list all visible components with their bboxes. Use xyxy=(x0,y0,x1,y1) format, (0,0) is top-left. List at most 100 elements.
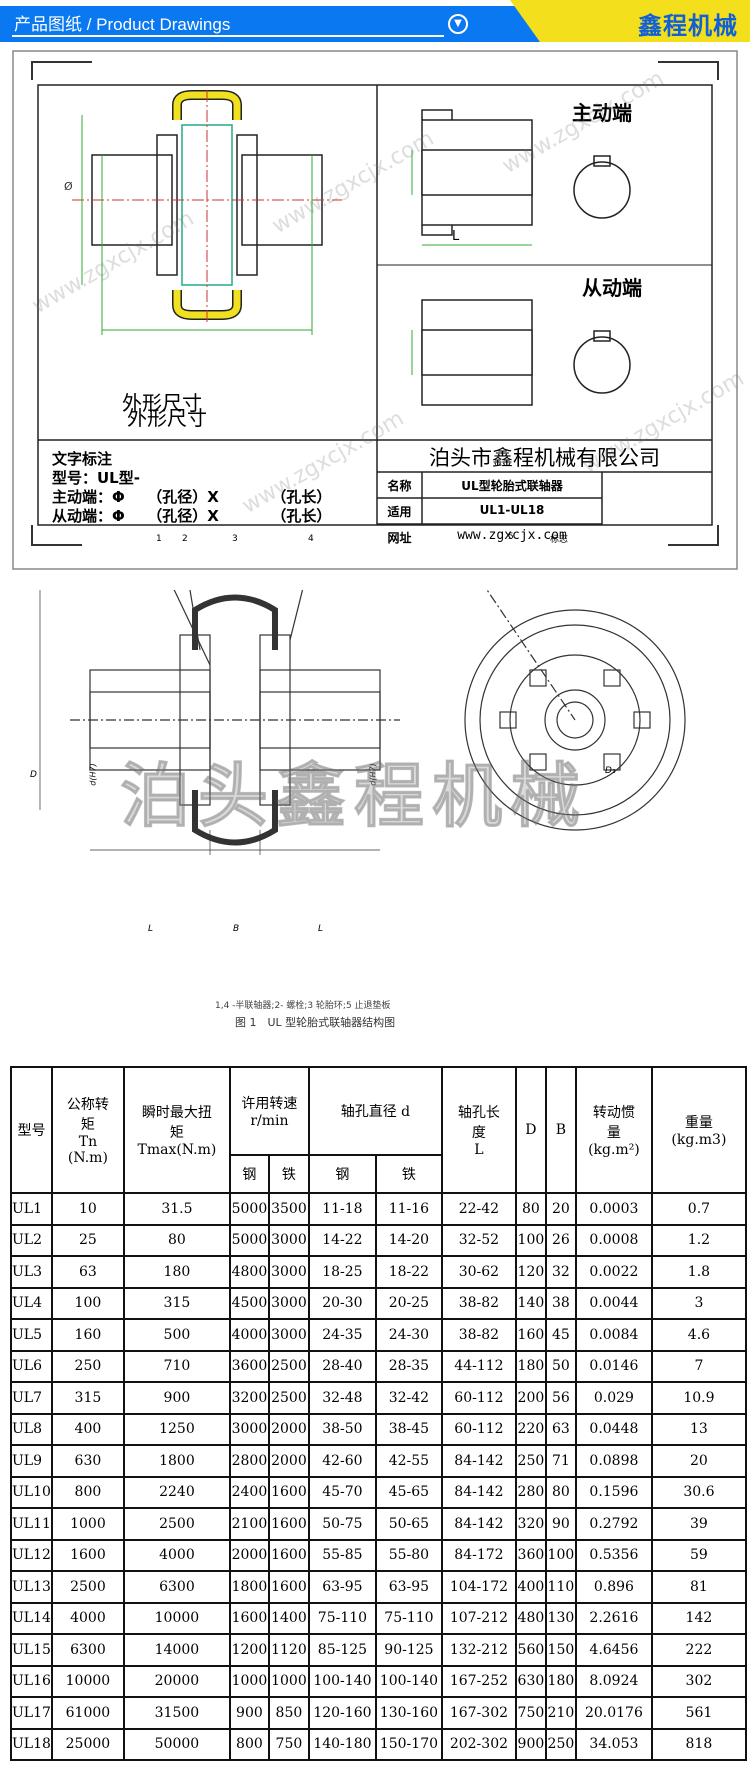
table-cell: 3500 xyxy=(267,1192,310,1226)
table-cell: 150-170 xyxy=(374,1727,443,1761)
table-cell: 1250 xyxy=(122,1412,231,1446)
table-cell: 280 xyxy=(514,1475,547,1509)
coupling-outline xyxy=(72,90,342,335)
hdr-line: Tn xyxy=(78,1134,98,1150)
table-cell: 25000 xyxy=(50,1727,125,1761)
table-cell: 34.053 xyxy=(574,1727,653,1761)
table-cell: 140 xyxy=(514,1286,547,1320)
table-cell: 38-45 xyxy=(374,1412,443,1446)
table-cell: 80 xyxy=(122,1223,231,1257)
col-bore-steel: 钢 xyxy=(307,1154,377,1194)
table-cell: 100 xyxy=(544,1538,577,1572)
table-cell: 2500 xyxy=(122,1507,231,1541)
table-cell: 80 xyxy=(514,1192,547,1226)
table-cell: 250 xyxy=(50,1349,125,1383)
table-cell: 210 xyxy=(544,1696,577,1730)
dim-L-left: L xyxy=(148,924,154,934)
hdr-line: 度 xyxy=(471,1125,486,1141)
table-cell: 55-80 xyxy=(374,1538,443,1572)
table-cell: 50000 xyxy=(122,1727,231,1761)
table-cell: UL15 xyxy=(10,1633,53,1667)
table-cell: 0.2792 xyxy=(574,1507,653,1541)
hdr-line: (N.m) xyxy=(67,1150,108,1166)
table-cell: 50 xyxy=(544,1349,577,1383)
table-cell: 20 xyxy=(544,1192,577,1226)
table-cell: 63 xyxy=(50,1255,125,1289)
table-cell: 71 xyxy=(544,1444,577,1478)
company-name: 泊头市鑫程机械有限公司 xyxy=(429,446,660,470)
table-cell: 25 xyxy=(50,1223,125,1257)
table-cell: 42-60 xyxy=(307,1444,377,1478)
table-cell: 400 xyxy=(50,1412,125,1446)
table-cell: 360 xyxy=(514,1538,547,1572)
table-cell: UL1 xyxy=(10,1192,53,1226)
table-cell: 315 xyxy=(50,1381,125,1415)
table-cell: 167-302 xyxy=(440,1696,517,1730)
table-cell: 0.7 xyxy=(650,1192,747,1226)
hdr-line: 轴孔长 xyxy=(457,1105,500,1121)
table-cell: 45-65 xyxy=(374,1475,443,1509)
table-cell: 3000 xyxy=(267,1318,310,1352)
table-cell: 120-160 xyxy=(307,1696,377,1730)
table-cell: 45-70 xyxy=(307,1475,377,1509)
table-cell: UL8 xyxy=(10,1412,53,1446)
table-cell: 26 xyxy=(544,1223,577,1257)
table-cell: 63 xyxy=(544,1412,577,1446)
outline-label: 外形尺寸 xyxy=(122,391,202,415)
table-cell: UL10 xyxy=(10,1475,53,1509)
table-cell: 130-160 xyxy=(374,1696,443,1730)
table-cell: 32-42 xyxy=(374,1381,443,1415)
table-cell: 1400 xyxy=(267,1601,310,1635)
table-cell: 2240 xyxy=(122,1475,231,1509)
table-cell: 100-140 xyxy=(307,1664,377,1698)
outline-drawing-svg: Ø 外形尺寸 L 主动端 从动端 xyxy=(12,50,738,570)
table-cell: 22-42 xyxy=(440,1192,517,1226)
table-cell: 1600 xyxy=(267,1475,310,1509)
structure-drawing: 1 2 3 4 5 标志 D d(H7) d(H7) L B L D₁ 1,4 … xyxy=(30,532,730,1040)
col-inertia: 转动惯量(kg.m²) xyxy=(574,1066,653,1194)
table-cell: 4500 xyxy=(228,1286,270,1320)
col-speed-iron: 铁 xyxy=(267,1154,310,1194)
table-cell: 302 xyxy=(650,1664,747,1698)
table-cell: 84-142 xyxy=(440,1475,517,1509)
table-cell: 0.896 xyxy=(574,1570,653,1604)
table-cell: 1600 xyxy=(228,1601,270,1635)
hdr-line: 矩 xyxy=(169,1125,184,1141)
table-cell: 32-52 xyxy=(440,1223,517,1257)
hdr-line: 许用转速 xyxy=(241,1096,298,1112)
table-cell: 20 xyxy=(650,1444,747,1478)
callout-1: 1 xyxy=(156,534,162,544)
table-cell: UL17 xyxy=(10,1696,53,1730)
table-cell: 2400 xyxy=(228,1475,270,1509)
table-cell: 10000 xyxy=(50,1664,125,1698)
chevron-down-circle-icon[interactable]: ▼ xyxy=(448,14,468,34)
col-bore: 轴孔直径 d xyxy=(307,1066,443,1156)
table-cell: 2800 xyxy=(228,1444,270,1478)
table-cell: UL9 xyxy=(10,1444,53,1478)
table-cell: 104-172 xyxy=(440,1570,517,1604)
table-cell: UL7 xyxy=(10,1381,53,1415)
section-header: 产品图纸 / Product Drawings ▼ 鑫程机械 xyxy=(0,0,750,42)
col-speed-steel: 钢 xyxy=(228,1154,270,1194)
table-cell: 0.0448 xyxy=(574,1412,653,1446)
table-cell: 4000 xyxy=(122,1538,231,1572)
table-cell: UL3 xyxy=(10,1255,53,1289)
tb-key-web: 网址 xyxy=(387,531,412,545)
table-cell: 400 xyxy=(514,1570,547,1604)
table-cell: 0.0146 xyxy=(574,1349,653,1383)
table-cell: 4.6456 xyxy=(574,1633,653,1667)
table-cell: 84-172 xyxy=(440,1538,517,1572)
table-cell: 110 xyxy=(544,1570,577,1604)
table-cell: 1120 xyxy=(267,1633,310,1667)
